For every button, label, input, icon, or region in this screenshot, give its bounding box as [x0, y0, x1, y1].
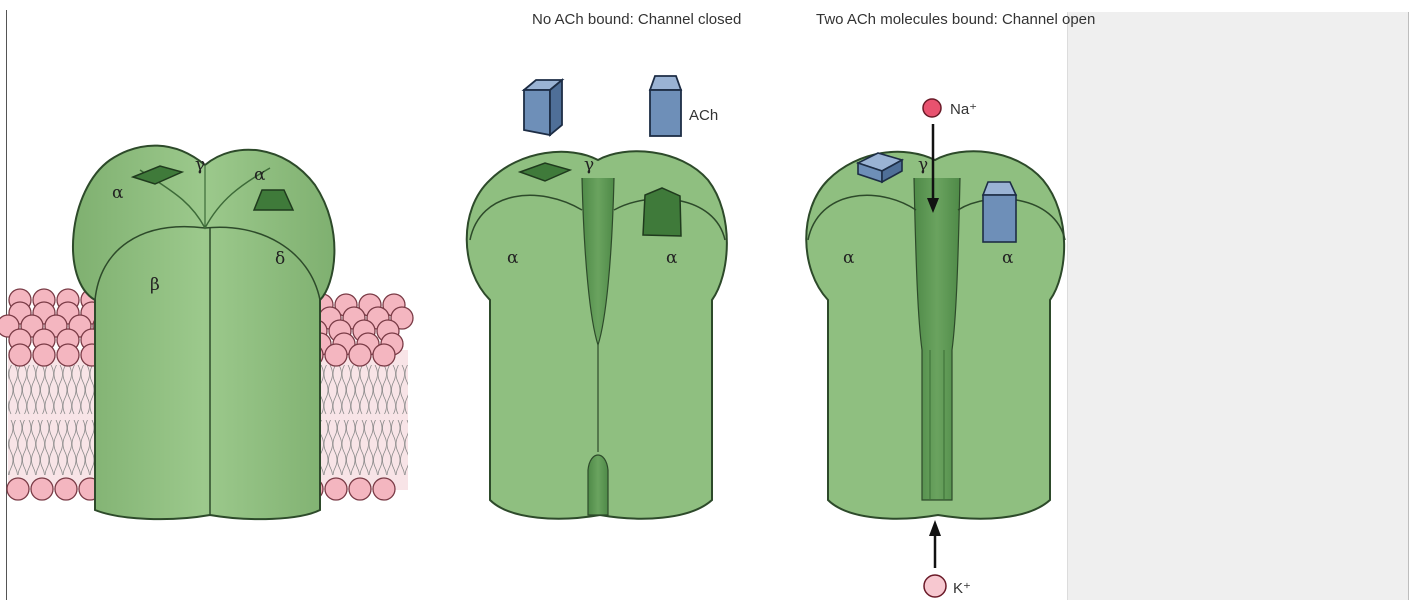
lipid-head: [349, 344, 371, 366]
label-full-beta: β: [150, 275, 160, 295]
lipid-head: [31, 478, 53, 500]
potassium-ion-icon: [924, 575, 946, 597]
sodium-ion-icon: [923, 99, 941, 117]
receptor-diagram-svg: α γ α β δ ACh: [0, 0, 1067, 600]
receptor-full: α γ α β δ: [73, 146, 334, 520]
closed-pore-lower: [588, 455, 608, 515]
closed-binding-site-right-icon: [643, 188, 681, 236]
label-na: Na⁺: [950, 101, 977, 118]
side-panel: [1067, 12, 1409, 600]
lipid-head: [349, 478, 371, 500]
label-open-alpha-right: α: [1002, 248, 1014, 268]
receptor-closed: ACh γ α α: [467, 76, 727, 519]
label-full-delta: δ: [275, 249, 285, 269]
receptor-open: Na⁺ K⁺ γ α α: [806, 99, 1065, 597]
ach-molecule-right-icon: [650, 76, 681, 136]
lipid-head: [57, 344, 79, 366]
label-ach: ACh: [689, 107, 718, 124]
label-closed-alpha-right: α: [666, 248, 678, 268]
lipid-head: [325, 344, 347, 366]
lipid-head: [55, 478, 77, 500]
label-k: K⁺: [953, 580, 971, 597]
lipid-head: [373, 344, 395, 366]
label-full-alpha-left: α: [112, 183, 124, 203]
ach-molecule-left-icon: [524, 80, 562, 135]
lipid-head: [7, 478, 29, 500]
label-open-alpha-left: α: [843, 248, 855, 268]
label-open-gamma: γ: [918, 155, 928, 175]
label-closed-gamma: γ: [584, 155, 594, 175]
lipid-head: [373, 478, 395, 500]
label-closed-alpha-left: α: [507, 248, 519, 268]
label-full-alpha-right: α: [254, 165, 266, 185]
label-full-gamma: γ: [195, 155, 205, 175]
lipid-head: [33, 344, 55, 366]
lipid-head: [325, 478, 347, 500]
potassium-arrow-head-icon: [929, 520, 941, 536]
bound-ach-right-icon: [983, 182, 1016, 242]
lipid-head: [9, 344, 31, 366]
